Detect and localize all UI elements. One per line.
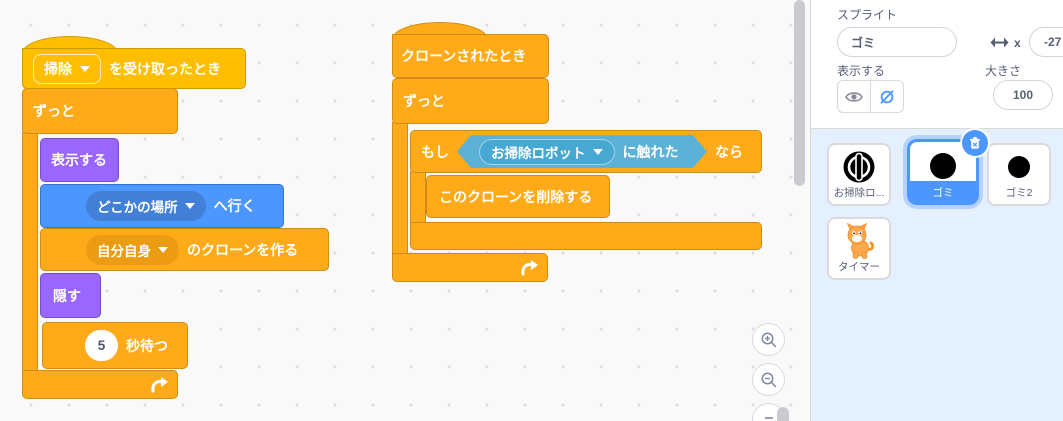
sprite-tile-label: お掃除ロ...: [833, 187, 885, 199]
goto-block[interactable]: どこかの場所 へ行く: [40, 184, 284, 228]
clone-target-value: 自分自身: [97, 243, 151, 259]
show-sprite-button[interactable]: [838, 81, 870, 112]
trash-icon: [970, 137, 980, 149]
touching-target-value: お掃除ロボット: [491, 145, 586, 161]
when-cloned-label: クローンされたとき: [401, 48, 527, 64]
forever-block-top[interactable]: ずっと: [22, 88, 178, 134]
visibility-toggle: [837, 80, 904, 113]
zoom-in-button[interactable]: [752, 323, 785, 356]
size-input[interactable]: 100: [993, 80, 1053, 110]
show-section-label: 表示する: [837, 64, 886, 78]
loop-arrow-icon: [151, 377, 168, 393]
eye-slash-icon: [880, 89, 894, 104]
goto-target-value: どこかの場所: [97, 200, 178, 215]
forever-label: ずっと: [33, 103, 75, 119]
delete-clone-label: このクローンを削除する: [439, 188, 593, 205]
robot-vacuum-icon: [829, 149, 889, 185]
sprite-tile-gomi-selected[interactable]: ゴミ: [907, 130, 988, 205]
left-right-arrow-icon: [990, 37, 1009, 48]
broadcast-dropdown[interactable]: 掃除: [33, 53, 101, 84]
sprite-panel-title: スプライト: [837, 8, 898, 22]
hide-block[interactable]: 隠す: [40, 273, 101, 318]
zoom-in-icon: [761, 332, 776, 347]
chevron-down-icon: [184, 203, 195, 209]
sprite-name-input[interactable]: ゴミ: [837, 27, 957, 57]
if-label: もし: [421, 143, 449, 160]
clone-target-dropdown[interactable]: 自分自身: [86, 234, 179, 265]
show-block[interactable]: 表示する: [40, 138, 119, 182]
hide-sprite-button[interactable]: [870, 81, 903, 112]
delete-sprite-button[interactable]: [962, 130, 988, 156]
chevron-down-icon: [80, 65, 90, 72]
zoom-out-button[interactable]: [752, 363, 785, 396]
sprite-tile-timer[interactable]: タイマー: [827, 217, 891, 280]
wait-label: 秒待つ: [126, 337, 168, 354]
horizontal-scrollbar[interactable]: [777, 407, 789, 421]
hide-label: 隠す: [53, 287, 81, 304]
create-clone-label: のクローンを作る: [187, 241, 299, 258]
sprite-tile-label: ゴミ2: [1005, 187, 1033, 199]
touching-label: に触れた: [622, 143, 679, 160]
sprite-info-section: スプライト ゴミ x -27 表示する: [811, 0, 1063, 129]
forever-arm: [392, 122, 408, 256]
loop-arrow-icon: [521, 260, 538, 276]
sprite-tile-osouji-robot[interactable]: お掃除ロ...: [827, 143, 891, 206]
broadcast-dropdown-value: 掃除: [44, 60, 72, 77]
vertical-scrollbar[interactable]: [794, 0, 805, 186]
x-position-input[interactable]: -27: [1029, 27, 1063, 57]
if-block-top[interactable]: もし お掃除ロボット に触れた なら: [410, 130, 762, 173]
when-receive-block[interactable]: 掃除 を受け取ったとき: [22, 48, 246, 89]
forever-block-top[interactable]: ずっと: [392, 78, 549, 124]
code-workspace[interactable]: 掃除 を受け取ったとき ずっと 表示する どこかの場所 へ行く 自分自身 のクロ…: [0, 0, 810, 421]
black-circle-icon: [910, 148, 976, 184]
x-position-label: x: [1014, 36, 1021, 50]
sprite-panel: スプライト ゴミ x -27 表示する: [810, 0, 1063, 421]
eye-icon: [845, 91, 863, 102]
forever-block-bottom[interactable]: [22, 370, 178, 399]
if-arm: [410, 171, 426, 224]
wait-block[interactable]: 5 秒待つ: [42, 322, 188, 369]
forever-block-bottom[interactable]: [392, 253, 548, 282]
wait-seconds-input[interactable]: 5: [85, 330, 118, 361]
scratch-cat-icon: [829, 223, 889, 259]
size-label: 大きさ: [985, 64, 1022, 78]
show-label: 表示する: [51, 152, 107, 168]
touching-condition-block[interactable]: お掃除ロボット に触れた: [457, 135, 707, 168]
when-receive-label: を受け取ったとき: [109, 60, 221, 77]
then-label: なら: [715, 143, 743, 160]
delete-clone-block[interactable]: このクローンを削除する: [426, 175, 610, 218]
goto-target-dropdown[interactable]: どこかの場所: [86, 191, 206, 221]
sprite-tile-label: タイマー: [838, 261, 880, 273]
create-clone-block[interactable]: 自分自身 のクローンを作る: [40, 228, 329, 271]
chevron-down-icon: [593, 149, 603, 155]
when-cloned-block[interactable]: クローンされたとき: [392, 34, 549, 78]
zoom-out-icon: [761, 372, 776, 387]
chevron-down-icon: [158, 246, 168, 253]
black-circle-icon: [989, 149, 1049, 185]
forever-label: ずっと: [403, 93, 445, 109]
zoom-reset-icon: [764, 416, 773, 421]
forever-arm: [22, 132, 38, 372]
goto-label: へ行く: [213, 198, 256, 214]
sprite-tile-gomi2[interactable]: ゴミ2: [987, 143, 1051, 206]
sprite-tile-label: ゴミ: [909, 181, 977, 203]
touching-target-dropdown[interactable]: お掃除ロボット: [479, 139, 615, 165]
if-block-bottom: [410, 222, 762, 250]
